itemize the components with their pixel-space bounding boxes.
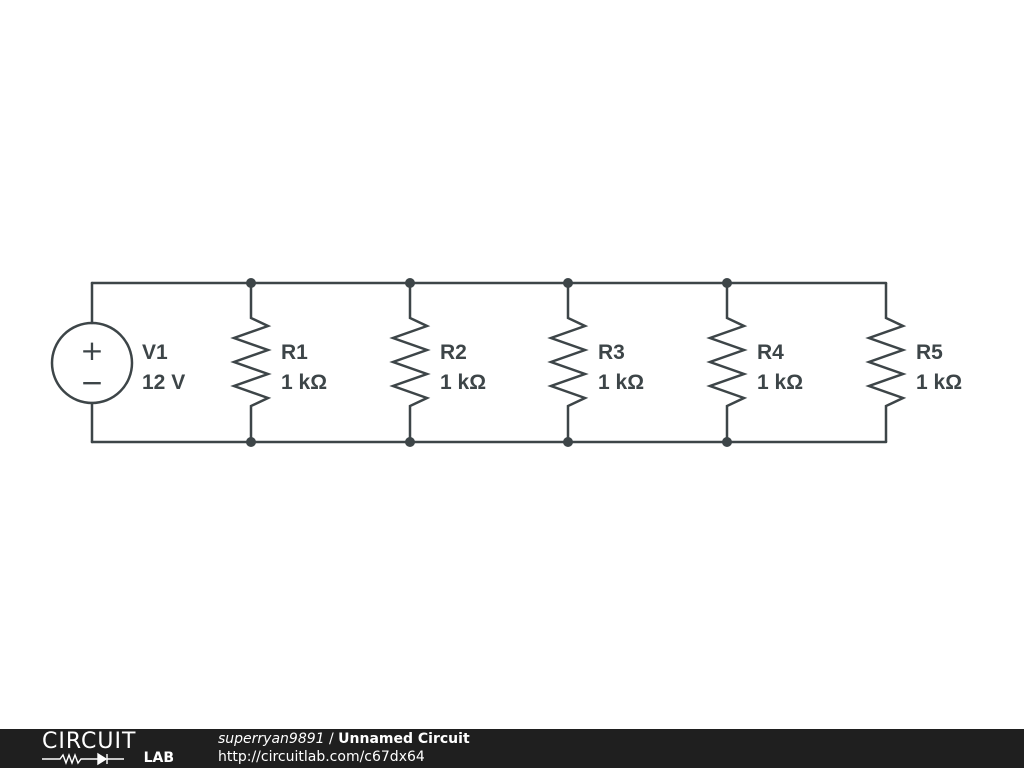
- circuit-title: Unnamed Circuit: [338, 731, 470, 747]
- resistor-value: 1 kΩ: [281, 371, 327, 394]
- resistor-zigzag: [230, 283, 272, 442]
- junction-dot-bottom: [405, 437, 415, 447]
- resistor-name: R5: [916, 341, 943, 364]
- resistor-r2[interactable]: R2 1 kΩ: [389, 278, 486, 447]
- resistor-zigzag: [547, 283, 589, 442]
- voltage-source-value: 12 V: [142, 371, 185, 394]
- author-link[interactable]: superryan9891: [218, 731, 325, 747]
- junction-dot-bottom: [722, 437, 732, 447]
- resistor-name: R2: [440, 341, 467, 364]
- resistor-r5[interactable]: R5 1 kΩ: [865, 283, 962, 442]
- resistor-value: 1 kΩ: [440, 371, 486, 394]
- resistor-value: 1 kΩ: [916, 371, 962, 394]
- resistor-r3[interactable]: R3 1 kΩ: [547, 278, 644, 447]
- junction-dot-bottom: [246, 437, 256, 447]
- junction-dot-top: [722, 278, 732, 288]
- wires: [90, 281, 888, 444]
- credit-separator: /: [324, 731, 339, 747]
- footer-credit: superryan9891 / Unnamed Circuit: [218, 731, 470, 748]
- resistor-value: 1 kΩ: [757, 371, 803, 394]
- circuit-schematic: + − V1 12 V R1 1 kΩ R2 1 kΩ R3 1 kΩ R4 1 kΩ R5 1 …: [50, 278, 962, 447]
- junction-dot-top: [246, 278, 256, 288]
- resistor-zigzag: [706, 283, 748, 442]
- resistor-r1[interactable]: R1 1 kΩ: [230, 278, 327, 447]
- voltage-source-v1[interactable]: + − V1 12 V: [50, 321, 185, 405]
- junction-dot-top: [405, 278, 415, 288]
- resistor-name: R4: [757, 341, 784, 364]
- voltage-source-minus-symbol: −: [80, 366, 103, 399]
- resistor-name: R3: [598, 341, 625, 364]
- logo-text-top: CIRCUIT: [42, 729, 137, 754]
- voltage-source-circle: [50, 321, 134, 405]
- voltage-source-plus-symbol: +: [80, 334, 103, 367]
- junction-dot-bottom: [563, 437, 573, 447]
- resistor-r4[interactable]: R4 1 kΩ: [706, 278, 803, 447]
- resistor-name: R1: [281, 341, 308, 364]
- footer-bar: CIRCUIT LAB superryan9891 / Unnamed Circ…: [0, 729, 1024, 768]
- resistor-zigzag: [389, 283, 431, 442]
- junction-dot-top: [563, 278, 573, 288]
- resistor-value: 1 kΩ: [598, 371, 644, 394]
- resistor-zigzag: [865, 283, 907, 442]
- logo-text-bottom: LAB: [143, 750, 174, 766]
- circuitlab-logo[interactable]: CIRCUIT LAB: [42, 729, 176, 766]
- voltage-source-name: V1: [142, 341, 168, 364]
- circuit-url-link[interactable]: http://circuitlab.com/c67dx64: [218, 749, 425, 765]
- logo-wire-graphic: [42, 752, 124, 766]
